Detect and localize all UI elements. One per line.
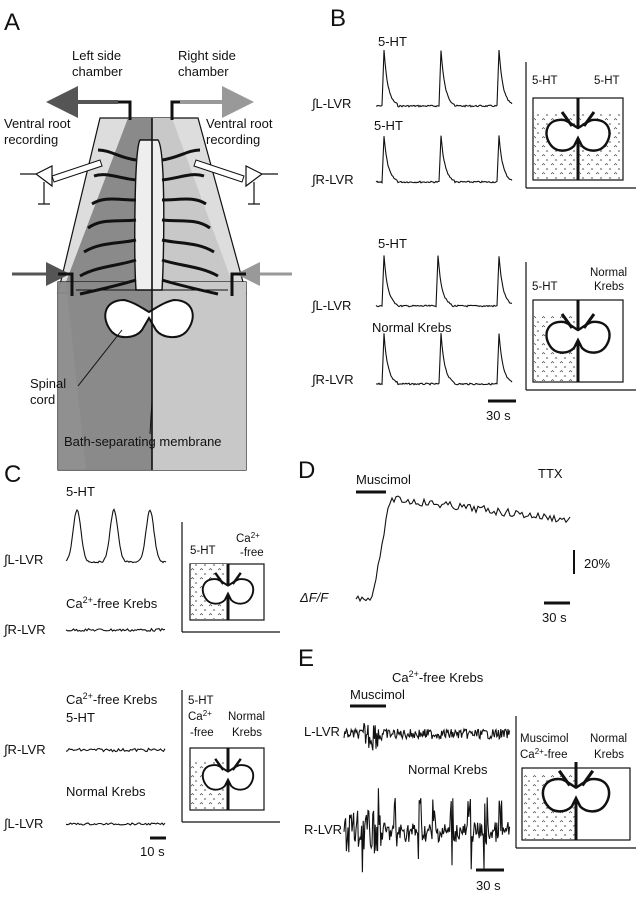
c-top-mid-label: Ca2+-free Krebs xyxy=(66,595,158,611)
membrane-label: Bath-separating membrane xyxy=(64,434,222,449)
vr-right-label-2: recording xyxy=(206,132,260,147)
b-bottom-inset-right-1: Normal xyxy=(590,267,627,279)
b-top-inset: 5-HT 5-HT xyxy=(525,62,636,189)
e-mid-label: Normal Krebs xyxy=(408,762,488,777)
e-inset-right-2: Krebs xyxy=(594,749,624,761)
c-bottom-trace2-label: ∫L-LVR xyxy=(3,816,43,831)
d-drug1-label: Muscimol xyxy=(356,472,411,487)
c-bottom-inset-right-2: Krebs xyxy=(232,727,262,739)
c-bottom-mid-label: Normal Krebs xyxy=(66,784,146,799)
c-top-trace2-label: ∫R-LVR xyxy=(3,622,46,637)
spinal-cord-label-2: cord xyxy=(30,392,55,407)
panel-b: B 5-HT ∫L-LVR 5-HT ∫R-LVR 5-HT 5-HT 5-HT… xyxy=(311,5,636,423)
right-chamber-label-1: Right side xyxy=(178,48,236,63)
e-drug-label: Muscimol xyxy=(350,687,405,702)
b-top-trace2-label: ∫R-LVR xyxy=(311,172,354,187)
left-chamber-label-1: Left side xyxy=(72,48,121,63)
e-inset: Muscimol Ca2+-free Normal Krebs xyxy=(515,716,636,849)
b-top-drug-label: 5-HT xyxy=(378,34,407,49)
d-scale-y-label: 20% xyxy=(584,556,610,571)
b-bottom-trace2 xyxy=(375,333,513,386)
c-bottom-drug-label-2: 5-HT xyxy=(66,710,95,725)
spinal-cord-body xyxy=(134,139,165,291)
panel-d-letter: D xyxy=(298,457,315,484)
e-scale-label: 30 s xyxy=(476,878,501,893)
c-bottom-trace1-label: ∫R-LVR xyxy=(3,742,46,757)
e-inset-left-1: Muscimol xyxy=(520,733,569,745)
e-trace1-label: L-LVR xyxy=(304,724,340,739)
left-electrode-icon xyxy=(51,159,103,183)
vr-right-label-1: Ventral root xyxy=(206,116,273,131)
e-top-label: Ca2+-free Krebs xyxy=(392,669,484,685)
panel-a-letter: A xyxy=(4,9,20,36)
right-amplifier-icon xyxy=(245,165,278,205)
c-top-inset: 5-HT Ca2+ -free xyxy=(181,522,280,633)
d-drug2-label: TTX xyxy=(538,466,563,481)
b-scale-label: 30 s xyxy=(486,408,511,423)
c-top-inset-right-2: -free xyxy=(240,547,264,559)
c-bottom-inset: 5-HT Ca2+ -free Normal Krebs xyxy=(181,690,280,823)
b-bottom-trace2-label: ∫R-LVR xyxy=(311,372,354,387)
c-bottom-inset-left-3: -free xyxy=(190,727,214,739)
b-bottom-inset-right-2: Krebs xyxy=(594,281,624,293)
b-top-inset-right: 5-HT xyxy=(594,75,620,87)
c-bottom-trace2 xyxy=(65,822,166,826)
vr-left-label-2: recording xyxy=(4,132,58,147)
e-inset-right-1: Normal xyxy=(590,733,627,745)
b-top-trace2 xyxy=(375,135,513,184)
right-chamber-label-2: chamber xyxy=(178,64,229,79)
e-trace2 xyxy=(343,788,511,873)
c-scale-label: 10 s xyxy=(140,844,165,859)
b-bottom-inset: 5-HT Normal Krebs xyxy=(525,262,636,391)
b-top-trace1 xyxy=(375,49,513,108)
c-top-inset-right-1: Ca2+ xyxy=(236,531,260,546)
d-ylabel: ΔF/F xyxy=(299,590,329,605)
panel-e-letter: E xyxy=(298,645,314,672)
panel-c: C 5-HT ∫L-LVR Ca2+-free Krebs ∫R-LVR 5-H… xyxy=(3,461,280,859)
panel-e: E Ca2+-free Krebs Muscimol L-LVR Normal … xyxy=(298,645,636,893)
b-bottom-drug-label: 5-HT xyxy=(378,236,407,251)
panel-b-letter: B xyxy=(330,5,346,32)
panel-a: A Left side chamber Right side chamber xyxy=(4,9,292,471)
panel-d: D Muscimol TTX 20% ΔF/F 30 s xyxy=(298,457,610,625)
c-top-inset-left: 5-HT xyxy=(190,545,216,557)
d-scale-x-label: 30 s xyxy=(542,610,567,625)
b-bottom-trace1 xyxy=(375,255,513,308)
e-trace2-label: R-LVR xyxy=(304,822,342,837)
left-chamber-label-2: chamber xyxy=(72,64,123,79)
b-bottom-inset-left: 5-HT xyxy=(532,281,558,293)
c-bottom-trace1 xyxy=(65,747,166,753)
b-bottom-mid-label: Normal Krebs xyxy=(372,320,452,335)
b-bottom-trace1-label: ∫L-LVR xyxy=(311,298,351,313)
d-fluorescence-trace xyxy=(355,495,571,603)
c-bottom-inset-left-2: Ca2+ xyxy=(188,709,212,724)
e-inset-left-2: Ca2+-free xyxy=(520,747,567,762)
c-top-trace1 xyxy=(65,508,167,564)
c-bottom-inset-left-1: 5-HT xyxy=(188,695,214,707)
panel-c-letter: C xyxy=(4,461,21,488)
left-amplifier-icon xyxy=(20,165,53,205)
e-trace1 xyxy=(343,722,511,751)
c-top-trace2 xyxy=(65,627,166,632)
vr-left-label-1: Ventral root xyxy=(4,116,71,131)
c-bottom-inset-right-1: Normal xyxy=(228,711,265,723)
c-top-trace1-label: ∫L-LVR xyxy=(3,552,43,567)
right-electrode-icon xyxy=(193,159,245,183)
b-top-mid-label: 5-HT xyxy=(374,118,403,133)
spinal-cord-label-1: Spinal xyxy=(30,376,66,391)
c-bottom-drug-label-1: Ca2+-free Krebs xyxy=(66,691,158,707)
cord-cross-section xyxy=(104,298,194,338)
b-top-trace1-label: ∫L-LVR xyxy=(311,96,351,111)
c-top-drug-label: 5-HT xyxy=(66,484,95,499)
b-top-inset-left: 5-HT xyxy=(532,75,558,87)
